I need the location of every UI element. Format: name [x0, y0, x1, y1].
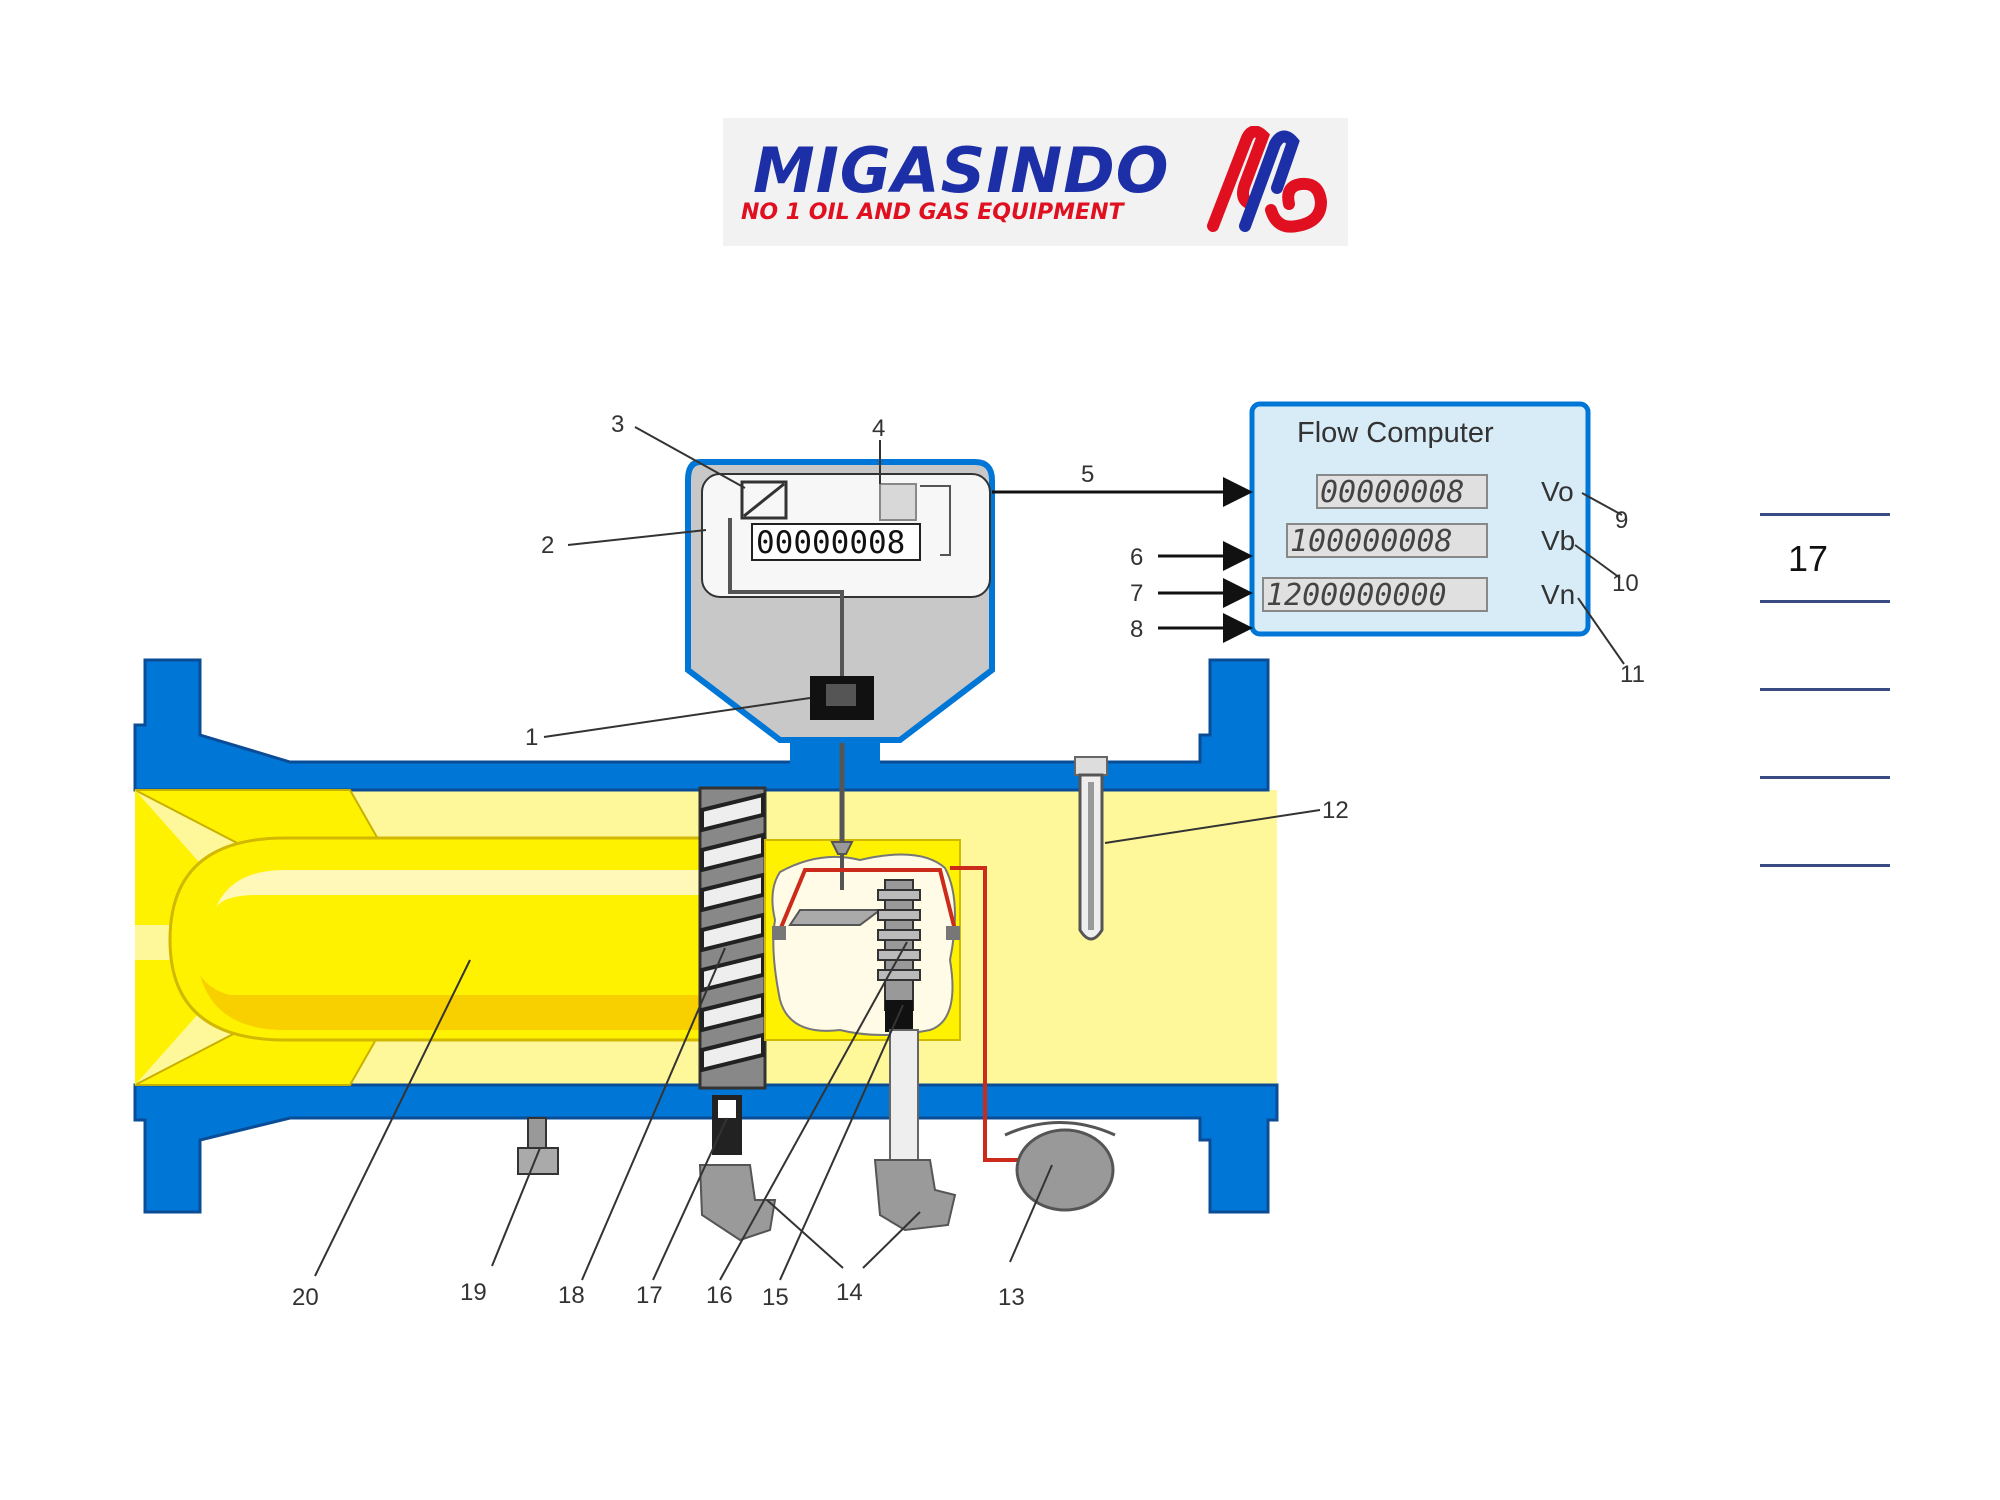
body-top-wall — [133, 658, 1270, 792]
rule-line — [1760, 688, 1890, 691]
page-number: 17 — [1788, 538, 1829, 579]
callout-9: 9 — [1615, 507, 1628, 534]
migasindo-logo: MIGASINDO NO 1 OIL AND GAS EQUIPMENT — [723, 118, 1348, 246]
flow-computer-title: Flow Computer — [1297, 417, 1494, 449]
callout-13: 13 — [998, 1284, 1025, 1311]
body-bottom-wall — [133, 1083, 1279, 1214]
hf-pickup-left — [698, 1095, 777, 1242]
logo-mark-icon — [1207, 126, 1328, 233]
callout-16: 16 — [706, 1282, 733, 1309]
red-signal-line — [950, 866, 1020, 1162]
callout-3: 3 — [611, 411, 624, 438]
signal-arrows — [992, 477, 1253, 643]
callout-4: 4 — [872, 415, 885, 442]
nose-cone — [168, 836, 702, 1042]
callout-15: 15 — [762, 1284, 789, 1311]
vo-label: Vo — [1541, 476, 1574, 507]
vn-display: 1200000000 — [1266, 578, 1447, 613]
callout-1: 1 — [525, 724, 538, 751]
callout-10: 10 — [1612, 570, 1639, 597]
meter-counter: 00000008 — [756, 525, 905, 561]
rule-line — [1760, 864, 1890, 867]
rule-line — [1760, 600, 1890, 603]
thermowell — [1074, 756, 1108, 941]
callout-11: 11 — [1620, 661, 1645, 688]
logo-brand: MIGASINDO — [753, 134, 1170, 207]
counter-window — [751, 523, 921, 561]
callout-17: 17 — [636, 1282, 663, 1309]
logo-tagline: NO 1 OIL AND GAS EQUIPMENT — [741, 200, 1124, 225]
vb-display: 100000008 — [1290, 524, 1453, 559]
drain-plug — [517, 1117, 559, 1175]
callout-5: 5 — [1081, 461, 1094, 488]
callout-12: 12 — [1322, 797, 1349, 824]
flow-computer: Flow Computer 00000008 Vo 100000008 Vb 1… — [1249, 401, 1591, 637]
rule-line — [1760, 513, 1890, 516]
callout-14: 14 — [836, 1279, 863, 1306]
vn-label: Vn — [1541, 579, 1575, 610]
callout-6: 6 — [1130, 544, 1143, 571]
turbine-rotor — [698, 786, 767, 1090]
meter-head: 00000008 — [685, 459, 995, 743]
callout-2: 2 — [541, 532, 554, 559]
vo-display: 00000008 — [1320, 475, 1465, 510]
callout-19: 19 — [460, 1279, 487, 1306]
callout-18: 18 — [558, 1282, 585, 1309]
rule-line — [1760, 776, 1890, 779]
leader-lines — [314, 426, 1625, 1281]
vb-label: Vb — [1541, 525, 1575, 556]
gear-train — [772, 840, 960, 1032]
callout-labels: 1 2 3 4 5 6 7 8 9 10 11 12 13 14 15 16 1… — [292, 411, 1645, 1311]
callout-8: 8 — [1130, 616, 1143, 643]
hf-pickup-right — [873, 1029, 957, 1232]
callout-20: 20 — [292, 1284, 319, 1311]
callout-7: 7 — [1130, 580, 1143, 607]
pressure-sensor — [1004, 1121, 1116, 1212]
